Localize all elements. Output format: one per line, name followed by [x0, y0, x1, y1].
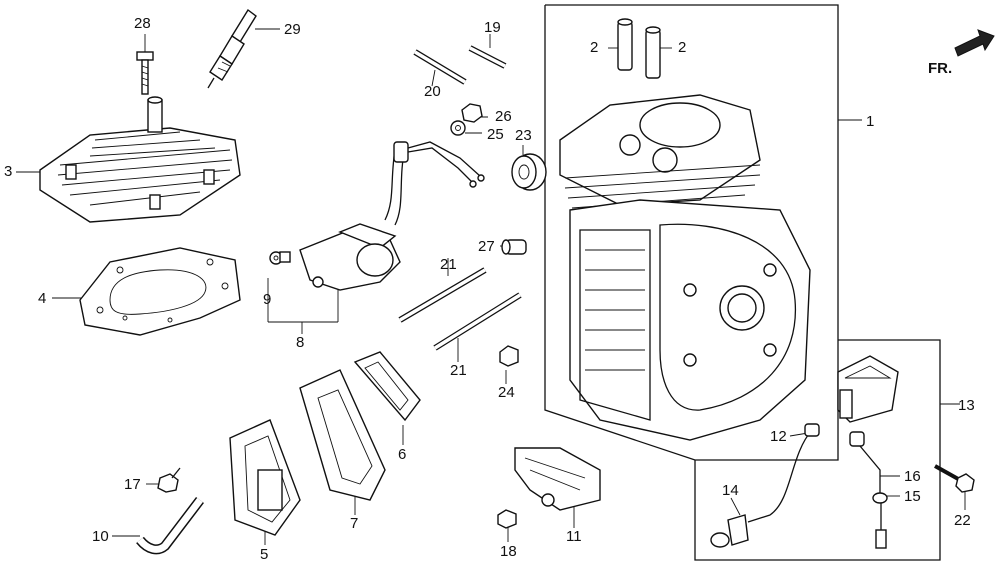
callout-14: 14 — [722, 482, 739, 499]
bracket-11 — [514, 447, 601, 511]
callout-28: 28 — [134, 15, 151, 32]
bolt-18 — [497, 509, 517, 529]
head-gasket — [79, 247, 241, 336]
side-cover-5 — [229, 419, 301, 536]
callout-22: 22 — [954, 512, 971, 529]
callout-17: 17 — [124, 476, 141, 493]
callout-3: 3 — [4, 163, 13, 180]
cylinder-head — [39, 96, 241, 223]
callout-18: 18 — [500, 543, 517, 560]
callout-2-left: 2 — [590, 39, 599, 56]
callout-9: 9 — [263, 291, 272, 308]
callout-19: 19 — [484, 19, 501, 36]
callout-8: 8 — [296, 334, 305, 351]
callout-21-lower: 21 — [450, 362, 467, 379]
callout-1: 1 — [866, 113, 875, 130]
callout-21-upper: 21 — [440, 256, 457, 273]
callout-13: 13 — [958, 397, 975, 414]
callout-12: 12 — [770, 428, 787, 445]
callout-4: 4 — [38, 290, 47, 307]
callout-29: 29 — [284, 21, 301, 38]
callout-26: 26 — [495, 108, 512, 125]
small-hardware — [450, 103, 527, 367]
spark-plug — [207, 8, 257, 89]
callout-7: 7 — [350, 515, 359, 532]
callout-2-right: 2 — [678, 39, 687, 56]
front-direction-arrow — [954, 29, 995, 57]
callout-6: 6 — [398, 446, 407, 463]
callout-11: 11 — [566, 528, 582, 545]
ignition-coil — [837, 355, 899, 423]
breather-tube — [136, 496, 204, 555]
callout-20: 20 — [424, 83, 441, 100]
stud-bolts-21 — [398, 267, 522, 351]
gasket-7 — [299, 369, 386, 501]
stud-bolts-19-20 — [413, 45, 507, 85]
crankcase — [559, 94, 811, 441]
callout-15: 15 — [904, 488, 921, 505]
oil-seal — [511, 153, 547, 191]
callout-10: 10 — [92, 528, 109, 545]
callout-23: 23 — [515, 127, 532, 144]
spark-plug-lead — [710, 423, 820, 548]
bolt-22 — [934, 464, 975, 493]
clip-9 — [269, 251, 291, 265]
ignition-coil-group-box — [694, 339, 941, 561]
crankcase-bounding-box — [544, 4, 839, 461]
dowel-pins — [617, 18, 661, 79]
gasket-6 — [353, 351, 421, 422]
callout-24: 24 — [498, 384, 515, 401]
bolt-17 — [157, 467, 181, 493]
switch-harness — [299, 141, 485, 291]
front-direction-label: FR. — [928, 60, 953, 77]
callout-27: 27 — [478, 238, 495, 255]
bolt-28 — [136, 51, 154, 95]
ground-terminal — [849, 431, 888, 549]
callout-25: 25 — [487, 126, 504, 143]
callout-5: 5 — [260, 546, 269, 563]
callout-16: 16 — [904, 468, 921, 485]
